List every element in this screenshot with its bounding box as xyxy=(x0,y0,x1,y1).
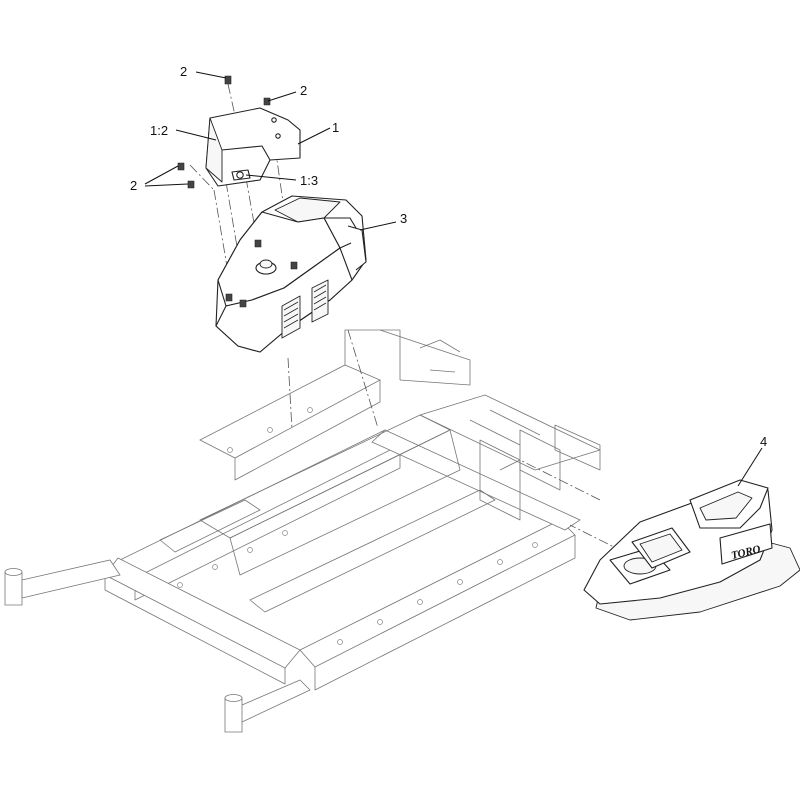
callout-3: 3 xyxy=(400,211,407,226)
callout-2-left: 2 xyxy=(130,178,137,193)
callout-2-right: 2 xyxy=(300,83,307,98)
callout-1: 1 xyxy=(332,120,339,135)
chassis-frame xyxy=(4,329,601,733)
bracket-part xyxy=(205,107,301,187)
cup-holder-console: TORO xyxy=(583,479,800,621)
callout-2-top: 2 xyxy=(180,64,187,79)
callout-labels: 2 2 1 1:2 1:3 2 3 4 xyxy=(130,64,767,449)
callout-1-3: 1:3 xyxy=(300,173,318,188)
callout-4: 4 xyxy=(760,434,767,449)
leader-lines xyxy=(144,71,763,487)
console-pod xyxy=(215,195,367,353)
callout-1-2: 1:2 xyxy=(150,123,168,138)
fastener-screws xyxy=(177,75,271,189)
